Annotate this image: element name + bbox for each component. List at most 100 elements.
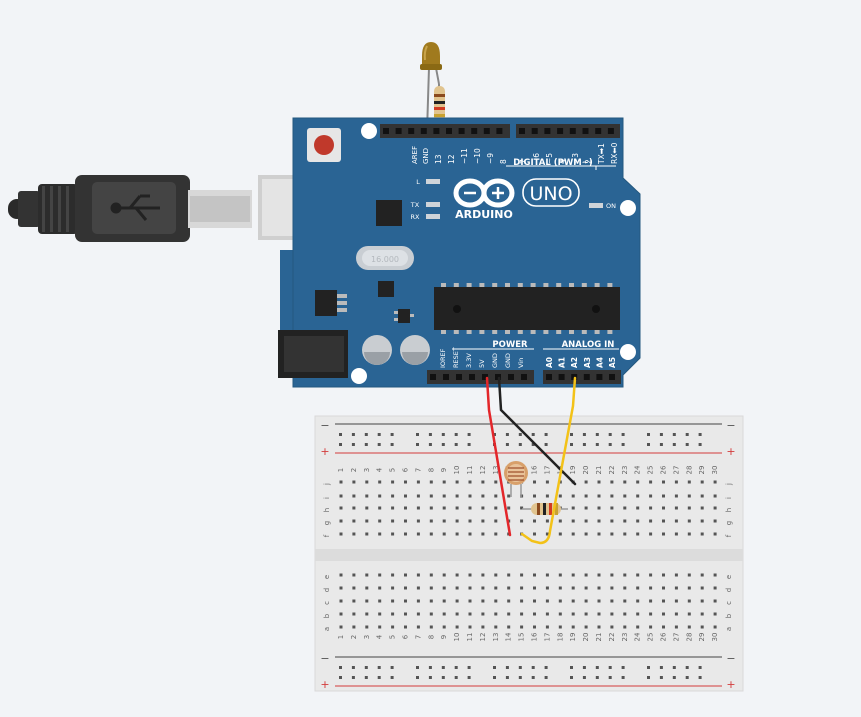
- digital-pin-label: RX⬅0: [610, 142, 619, 164]
- analog-pin-label: A3: [583, 357, 592, 368]
- wire-gnd[interactable]: [497, 376, 577, 486]
- column-number-label: 26: [660, 632, 668, 641]
- digital-pin-label: ~5: [545, 153, 554, 164]
- digital-pin-label: ~3: [571, 153, 580, 164]
- row-letter-label: d: [323, 588, 331, 592]
- column-number-label: 21: [595, 466, 603, 475]
- column-number-label: 30: [711, 466, 719, 475]
- logo-symbols-icon: [464, 187, 504, 199]
- column-number-label: 14: [505, 632, 513, 641]
- column-number-label: 11: [466, 466, 474, 475]
- row-letter-label: g: [323, 521, 331, 525]
- power-pin-label: 3.3V: [465, 353, 473, 368]
- column-number-label: 8: [427, 468, 435, 472]
- column-number-label: 12: [479, 633, 487, 642]
- digital-label: DIGITAL (PWM~): [513, 158, 593, 168]
- usb-symbol-icon: [110, 194, 160, 221]
- power-pin-label: 5V: [478, 359, 486, 368]
- row-letter-label: h: [725, 508, 733, 512]
- rail-minus-bottom-left: −: [320, 652, 329, 665]
- power-pin-label: GND: [504, 353, 512, 368]
- photoresistor[interactable]: [504, 461, 528, 497]
- digital-header-left[interactable]: [380, 124, 510, 138]
- digital-pin-label: 13: [434, 154, 443, 164]
- power-pin-label: Vin: [517, 358, 525, 368]
- digital-header-right[interactable]: [516, 124, 620, 138]
- column-number-label: 28: [685, 633, 693, 642]
- column-number-label: 23: [621, 633, 629, 642]
- analog-pin-label: A1: [558, 357, 567, 368]
- digital-pin-label: 2: [584, 159, 593, 164]
- row-letter-label: c: [323, 601, 331, 605]
- row-letter-label: a: [323, 627, 331, 631]
- column-number-label: 12: [479, 466, 487, 475]
- analog-pin-label: A2: [570, 357, 579, 368]
- column-number-label: 16: [531, 632, 539, 641]
- power-pin-label: RESET: [452, 347, 460, 368]
- led-rx: [426, 214, 440, 219]
- column-number-label: 3: [363, 635, 371, 639]
- arduino-logo: [453, 178, 515, 208]
- wire-signal[interactable]: [520, 376, 577, 545]
- digital-pin-label: 4: [558, 159, 567, 164]
- column-number-label: 18: [556, 633, 564, 642]
- ic-chip-usb: [376, 200, 402, 226]
- ic-small: [378, 281, 394, 297]
- breadboard[interactable]: − − + + − − + + 112233445566778899101011…: [314, 415, 744, 692]
- rail-plus-top-left: +: [320, 445, 329, 458]
- column-number-label: 24: [634, 465, 642, 474]
- led-rx-label: RX: [411, 213, 421, 221]
- row-letter-label: a: [725, 627, 733, 631]
- column-number-label: 15: [518, 633, 526, 642]
- column-number-label: 17: [543, 633, 551, 642]
- column-number-label: 19: [569, 633, 577, 642]
- column-number-label: 8: [427, 635, 435, 639]
- led-l-label: L: [416, 178, 420, 186]
- column-number-label: 20: [582, 633, 590, 642]
- digital-pin-label: ~10: [473, 148, 482, 164]
- digital-pin-label: 8: [499, 159, 508, 164]
- column-number-label: 23: [621, 466, 629, 475]
- row-letter-label: i: [725, 497, 733, 499]
- row-letter-label: j: [323, 483, 331, 486]
- column-number-label: 1: [337, 635, 345, 639]
- column-number-label: 1: [337, 468, 345, 472]
- rail-plus-bottom-right: +: [726, 678, 735, 691]
- column-number-label: 6: [402, 467, 410, 472]
- column-number-label: 4: [376, 634, 384, 639]
- analog-header[interactable]: [543, 370, 621, 384]
- column-number-label: 10: [453, 466, 461, 475]
- column-number-label: 20: [582, 466, 590, 475]
- led-tx: [426, 202, 440, 207]
- led-on-label: ON: [606, 202, 616, 210]
- brand-label: ARDUINO: [455, 208, 513, 221]
- digital-pin-label: 12: [447, 154, 456, 164]
- capacitor-2: [400, 335, 430, 365]
- power-label: POWER: [492, 340, 528, 350]
- wire-5v[interactable]: [485, 376, 512, 537]
- led-resistor[interactable]: [434, 84, 445, 132]
- arduino-board[interactable]: 16.000: [278, 117, 641, 388]
- crystal-label: 16.000: [371, 255, 399, 264]
- atmega-chip: [434, 283, 620, 334]
- rail-minus-top-left: −: [320, 419, 329, 432]
- column-number-label: 11: [466, 633, 474, 642]
- led-l: [426, 179, 440, 184]
- row-letter-label: b: [725, 613, 733, 618]
- power-header[interactable]: [427, 370, 534, 384]
- power-pin-label: GND: [491, 353, 499, 368]
- row-letter-label: e: [323, 575, 331, 579]
- reset-button[interactable]: [307, 128, 341, 162]
- column-number-label: 27: [672, 633, 680, 642]
- column-number-label: 10: [453, 633, 461, 642]
- voltage-regulator: [315, 290, 347, 316]
- column-number-label: 26: [660, 465, 668, 474]
- row-letter-label: j: [725, 483, 733, 486]
- column-number-label: 7: [414, 468, 422, 472]
- column-number-label: 13: [492, 633, 500, 642]
- power-jack[interactable]: [278, 330, 348, 378]
- column-number-label: 9: [440, 635, 448, 639]
- column-number-label: 7: [414, 635, 422, 639]
- transistor: [394, 309, 414, 323]
